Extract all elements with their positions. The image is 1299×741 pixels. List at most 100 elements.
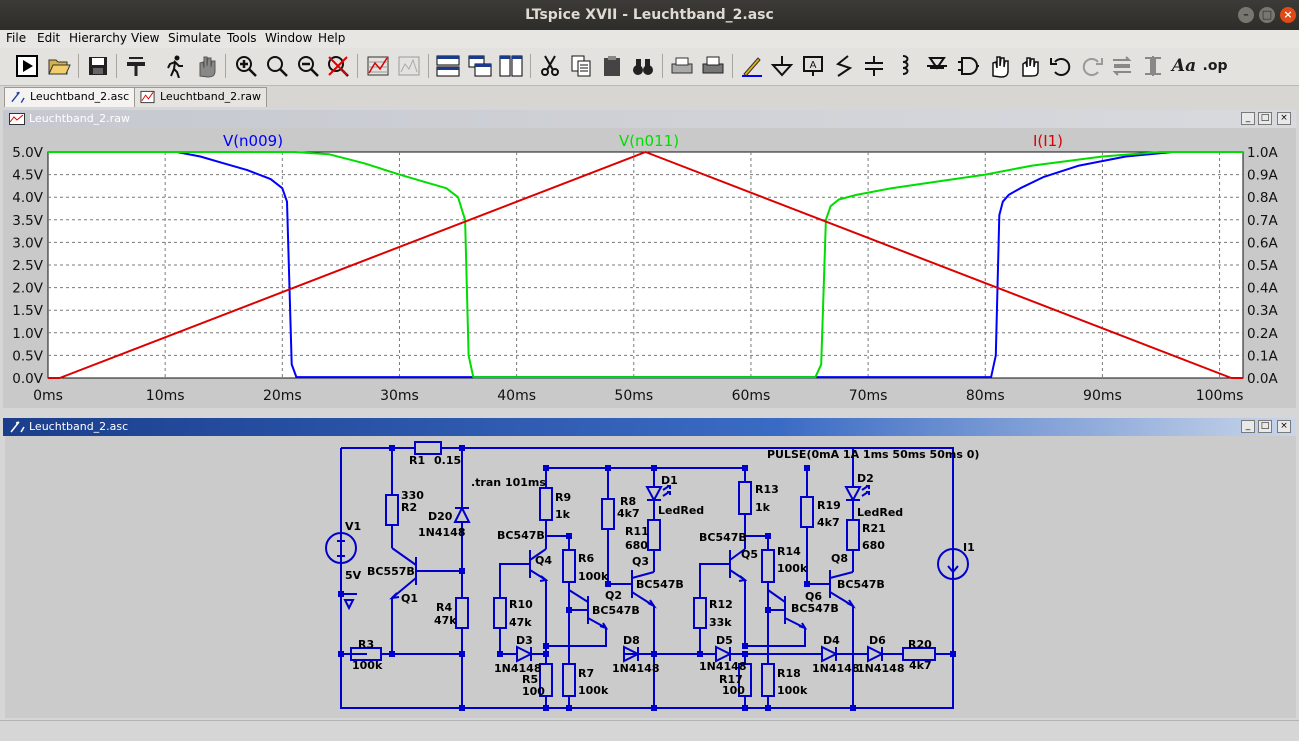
x-tick-label: 100ms (1196, 388, 1244, 404)
find-icon[interactable] (629, 52, 657, 80)
label-d1: D1 (661, 474, 678, 487)
tile-horizontal-icon[interactable] (434, 52, 462, 80)
cut-icon[interactable] (536, 52, 564, 80)
x-tick-label: 40ms (497, 388, 536, 404)
model-d1: LedRed (658, 504, 704, 517)
x-tick-label: 0ms (33, 388, 63, 404)
zoom-in-icon[interactable] (232, 52, 260, 80)
run-icon[interactable] (13, 52, 41, 80)
tab-label: Leuchtband_2.raw (160, 90, 261, 103)
document-tabbar: Leuchtband_2.asc Leuchtband_2.raw (0, 86, 1299, 108)
component-icon[interactable] (954, 52, 982, 80)
menu-file[interactable]: File (6, 31, 27, 45)
rotate-icon[interactable] (1108, 52, 1136, 80)
redo-icon[interactable] (1078, 52, 1106, 80)
window-titlebar: LTspice XVII - Leuchtband_2.asc – □ × (0, 0, 1299, 30)
capacitor-icon[interactable] (860, 52, 888, 80)
y-left-tick-label: 0.5V (12, 348, 43, 364)
value-r21: 680 (862, 539, 885, 552)
zoom-pan-icon[interactable] (263, 52, 291, 80)
y-left-tick-label: 1.5V (12, 303, 43, 319)
undo-icon[interactable] (1047, 52, 1075, 80)
value-r11: 680 (625, 539, 648, 552)
zoom-out-icon[interactable] (294, 52, 322, 80)
label-r9: R9 (555, 491, 571, 504)
value-v1: 5V (345, 569, 362, 582)
label-i1: I1 (963, 541, 975, 554)
save-icon[interactable] (84, 52, 112, 80)
plot-minimize-button[interactable]: _ (1241, 112, 1255, 125)
fft-icon[interactable] (395, 52, 423, 80)
minimize-window-button[interactable]: – (1238, 7, 1254, 23)
spice-directive-icon[interactable]: .op (1202, 58, 1228, 74)
open-icon[interactable] (45, 52, 73, 80)
tab-waveform[interactable]: Leuchtband_2.raw (134, 87, 267, 107)
draw-wire-icon[interactable] (738, 52, 766, 80)
tab-schematic[interactable]: Leuchtband_2.asc (4, 87, 136, 107)
label-r10: R10 (509, 598, 533, 611)
close-window-button[interactable]: × (1280, 7, 1296, 23)
label-r14: R14 (777, 545, 801, 558)
menu-tools[interactable]: Tools (227, 31, 257, 45)
plot-close-button[interactable]: × (1277, 112, 1291, 125)
y-right-tick-label: 0.8A (1247, 190, 1278, 206)
model-d2: LedRed (857, 506, 903, 519)
print-setup-icon[interactable] (668, 52, 696, 80)
tab-label: Leuchtband_2.asc (30, 90, 130, 103)
maximize-window-button[interactable]: □ (1259, 7, 1275, 23)
print-icon[interactable] (699, 52, 727, 80)
label-q1: Q1 (401, 592, 418, 605)
control-panel-icon[interactable] (122, 52, 150, 80)
label-r1: R1 (409, 454, 425, 467)
tile-vertical-icon[interactable] (497, 52, 525, 80)
text-icon[interactable]: Aa (1171, 56, 1197, 76)
drag-icon[interactable] (1016, 52, 1044, 80)
menu-help[interactable]: Help (318, 31, 346, 45)
schematic-close-button[interactable]: × (1277, 420, 1291, 433)
value-r9: 1k (555, 508, 571, 521)
status-bar (0, 720, 1299, 741)
mirror-icon[interactable] (1139, 52, 1167, 80)
toolbar: A Aa .op (0, 48, 1299, 86)
label-net-icon[interactable]: A (799, 52, 827, 80)
inductor-icon[interactable] (891, 52, 919, 80)
x-tick-label: 50ms (614, 388, 653, 404)
copy-icon[interactable] (567, 52, 595, 80)
pulse-spec: PULSE(0mA 1A 1ms 50ms 50ms 0) (767, 448, 979, 461)
value-r10: 47k (509, 616, 532, 629)
halt-icon[interactable] (160, 52, 188, 80)
schematic-window-title: Leuchtband_2.asc (29, 420, 129, 433)
label-r4: R4 (436, 601, 452, 614)
diode-icon[interactable] (923, 52, 951, 80)
y-right-tick-label: 0.1A (1247, 348, 1278, 364)
autorange-icon[interactable] (364, 52, 392, 80)
model-d6: 1N4148 (857, 662, 904, 675)
resistor-icon[interactable] (830, 52, 858, 80)
legend-label: I(I1) (1033, 132, 1063, 150)
value-r14: 100k (777, 562, 808, 575)
menu-bar: File Edit Hierarchy View Simulate Tools … (0, 30, 1299, 48)
paste-icon[interactable] (598, 52, 626, 80)
ground-icon[interactable] (768, 52, 796, 80)
menu-edit[interactable]: Edit (37, 31, 61, 45)
zoom-fit-icon[interactable] (324, 52, 352, 80)
y-left-tick-label: 2.0V (12, 281, 43, 297)
plot-window-title: Leuchtband_2.raw (29, 112, 130, 125)
menu-simulate[interactable]: Simulate (168, 31, 222, 45)
label-d8: D8 (623, 634, 640, 647)
schematic-maximize-button[interactable]: □ (1258, 420, 1272, 433)
cascade-icon[interactable] (466, 52, 494, 80)
plot-maximize-button[interactable]: □ (1258, 112, 1272, 125)
menu-view[interactable]: View (131, 31, 160, 45)
tran-directive: .tran 101ms (471, 476, 546, 489)
series-line-vn011 (48, 151, 1243, 379)
move-icon[interactable] (985, 52, 1013, 80)
menu-window[interactable]: Window (265, 31, 313, 45)
model-d3: 1N4148 (494, 662, 541, 675)
pan-icon[interactable] (192, 52, 220, 80)
model-q5: BC547B (699, 531, 747, 544)
menu-hierarchy[interactable]: Hierarchy (69, 31, 128, 45)
schematic-canvas[interactable]: R1 0.15 330 R2 D20 1N4148 .tran 101ms V1… (5, 436, 1296, 718)
schematic-minimize-button[interactable]: _ (1241, 420, 1255, 433)
